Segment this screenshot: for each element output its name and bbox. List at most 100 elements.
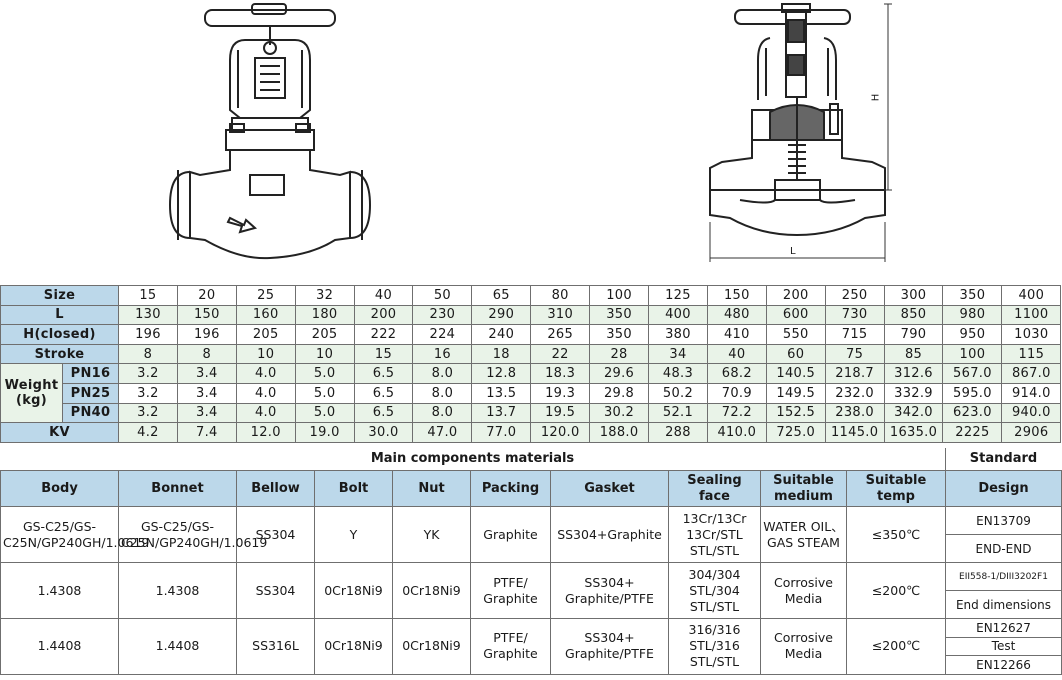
row-label: H(closed) bbox=[0, 324, 119, 345]
weight-label: Weight(kg) bbox=[0, 363, 63, 424]
table-cell: 4.0 bbox=[235, 382, 296, 404]
table-cell: 790 bbox=[883, 324, 944, 345]
table-cell: 4.2 bbox=[118, 422, 178, 443]
table-cell: 72.2 bbox=[706, 402, 767, 424]
materials-row: END-END bbox=[1, 534, 1062, 563]
table-cell: 6.5 bbox=[353, 402, 414, 424]
column-header: Sealing face bbox=[668, 470, 761, 507]
column-header: Bonnet bbox=[118, 470, 237, 507]
table-cell: 80 bbox=[530, 285, 591, 306]
table-cell: 8 bbox=[118, 343, 178, 365]
table-cell: 3.2 bbox=[118, 402, 178, 424]
table-cell: 200 bbox=[765, 285, 826, 306]
materials-title: Main components materials bbox=[370, 451, 575, 466]
table-cell: 120.0 bbox=[530, 422, 591, 443]
table-cell: 47.0 bbox=[412, 422, 473, 443]
standard-cell: EN13709 bbox=[945, 506, 1062, 535]
table-cell: 1635.0 bbox=[883, 422, 944, 443]
table-cell: 5.0 bbox=[294, 363, 355, 384]
table-cell: 12.8 bbox=[471, 363, 532, 384]
pressure-class-label: PN40 bbox=[62, 402, 119, 424]
column-header: Body bbox=[0, 470, 119, 507]
table-cell: 0Cr18Ni9 bbox=[314, 618, 393, 675]
row-label: KV bbox=[0, 422, 119, 443]
table-cell: 196 bbox=[176, 324, 237, 345]
table-cell: 310 bbox=[530, 304, 591, 326]
table-cell: ≤200℃ bbox=[846, 562, 946, 619]
table-cell: 4.0 bbox=[235, 402, 296, 424]
table-cell: 3.2 bbox=[118, 382, 178, 404]
pressure-class-label: PN16 bbox=[62, 363, 119, 384]
table-cell: 980 bbox=[942, 304, 1003, 326]
table-cell: 1145.0 bbox=[824, 422, 885, 443]
table-cell: 725.0 bbox=[765, 422, 826, 443]
table-cell: 68.2 bbox=[706, 363, 767, 384]
table-cell: 250 bbox=[824, 285, 885, 306]
table-cell: 567.0 bbox=[942, 363, 1003, 384]
table-cell: 65 bbox=[471, 285, 532, 306]
table-cell: 205 bbox=[235, 324, 296, 345]
table-cell: 40 bbox=[706, 343, 767, 365]
column-header: Nut bbox=[392, 470, 471, 507]
table-cell: Y bbox=[314, 506, 393, 563]
dimension-h-label: H bbox=[870, 93, 882, 102]
standard-title: Standard bbox=[945, 448, 1061, 470]
table-cell: 1.4408 bbox=[0, 618, 119, 675]
table-cell: 914.0 bbox=[1001, 382, 1062, 404]
table-cell: Corrosive Media bbox=[760, 618, 847, 675]
table-cell: 230 bbox=[412, 304, 473, 326]
table-cell: GS-C25/GS-C25N/GP240GH/1.0619 bbox=[0, 506, 149, 563]
table-cell: 200 bbox=[353, 304, 414, 326]
table-cell: 188.0 bbox=[589, 422, 650, 443]
table-cell: 218.7 bbox=[824, 363, 885, 384]
table-cell: 342.0 bbox=[883, 402, 944, 424]
table-cell: 224 bbox=[412, 324, 473, 345]
table-cell: 8.0 bbox=[412, 402, 473, 424]
valve-drawings: H L bbox=[0, 0, 1061, 282]
table-cell: SS304 bbox=[236, 506, 315, 563]
table-cell: GS-C25/GS-C25N/GP240GH/1.0619 bbox=[118, 506, 267, 563]
standard-cell: EN12627 bbox=[945, 618, 1062, 638]
table-cell: 150 bbox=[706, 285, 767, 306]
table-cell: 50 bbox=[412, 285, 473, 306]
standard-cell: EN12266 bbox=[945, 655, 1062, 675]
table-cell: 400 bbox=[1001, 285, 1062, 306]
table-cell: 1100 bbox=[1001, 304, 1062, 326]
row-label: Size bbox=[0, 285, 119, 306]
table-cell: 8.0 bbox=[412, 363, 473, 384]
table-cell: 52.1 bbox=[648, 402, 708, 424]
table-cell: 940.0 bbox=[1001, 402, 1062, 424]
row-label: L bbox=[0, 304, 119, 326]
table-cell: YK bbox=[392, 506, 471, 563]
table-cell: 180 bbox=[294, 304, 355, 326]
table-cell: 30.0 bbox=[353, 422, 414, 443]
table-cell: 240 bbox=[471, 324, 532, 345]
table-cell: 32 bbox=[294, 285, 355, 306]
table-cell: 125 bbox=[648, 285, 708, 306]
table-cell: 600 bbox=[765, 304, 826, 326]
table-cell: 332.9 bbox=[883, 382, 944, 404]
table-cell: 85 bbox=[883, 343, 944, 365]
table-cell: 100 bbox=[589, 285, 650, 306]
table-cell: 7.4 bbox=[176, 422, 237, 443]
table-cell: 149.5 bbox=[765, 382, 826, 404]
table-cell: 18.3 bbox=[530, 363, 591, 384]
table-cell: 19.0 bbox=[294, 422, 355, 443]
table-cell: 400 bbox=[648, 304, 708, 326]
dimension-l-label: L bbox=[790, 246, 796, 257]
table-cell: 140.5 bbox=[765, 363, 826, 384]
standard-cell: END-END bbox=[945, 534, 1062, 563]
table-cell: SS316L bbox=[236, 618, 315, 675]
table-cell: 77.0 bbox=[471, 422, 532, 443]
table-cell: 300 bbox=[883, 285, 944, 306]
materials-row: End dimensions bbox=[1, 590, 1062, 619]
table-cell: 350 bbox=[589, 304, 650, 326]
table-cell: 867.0 bbox=[1001, 363, 1062, 384]
table-cell: 304/304 STL/304 STL/STL bbox=[668, 562, 761, 619]
